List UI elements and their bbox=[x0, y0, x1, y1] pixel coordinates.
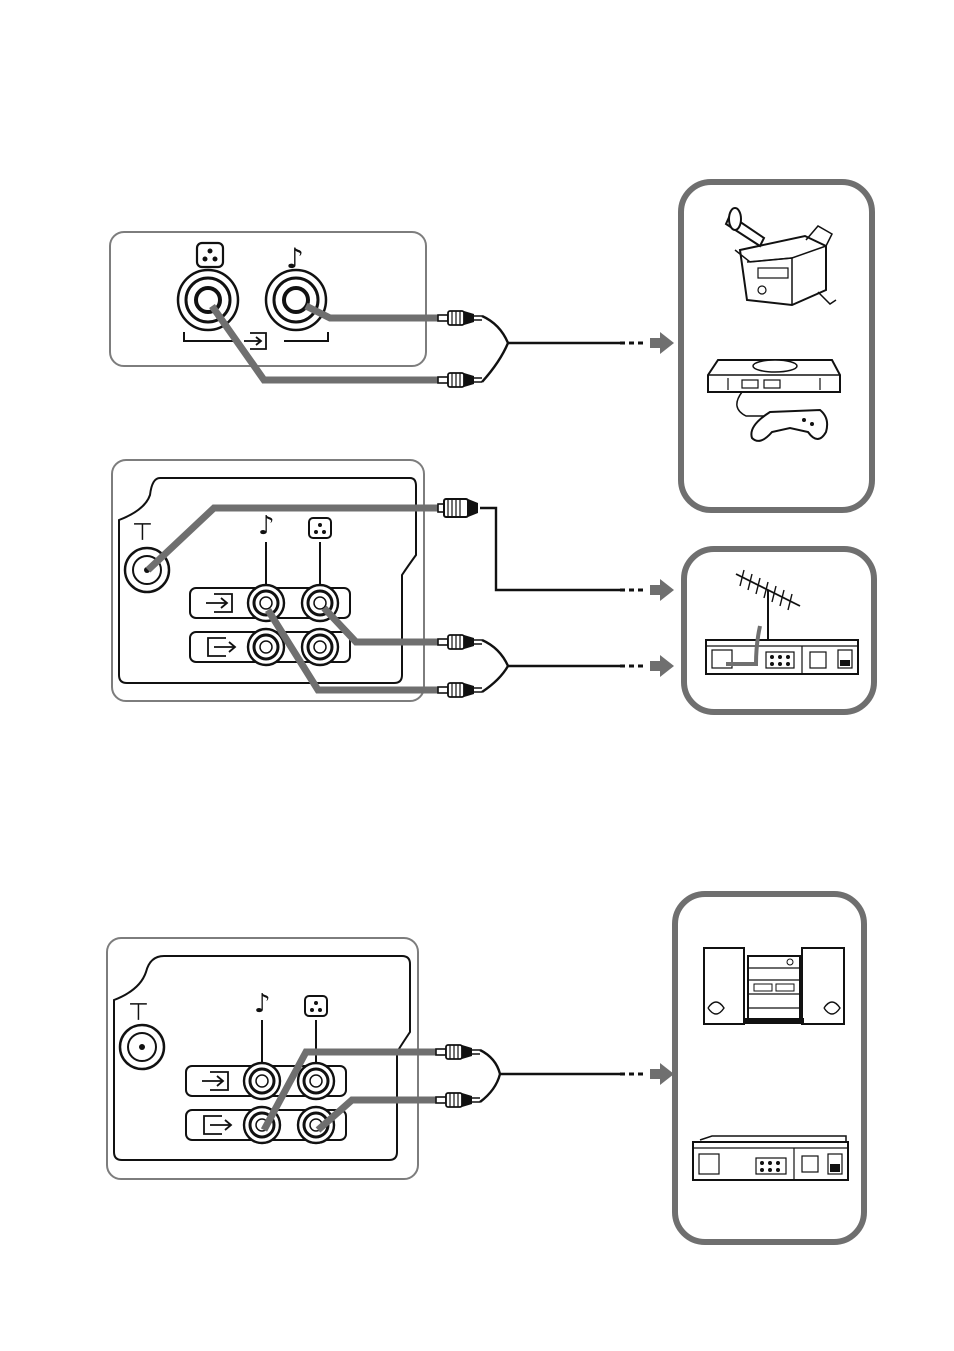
antenna-t-icon: ⊤ bbox=[128, 998, 149, 1026]
antenna-t-icon: ⊤ bbox=[132, 518, 153, 546]
stereo-system-icon bbox=[704, 948, 844, 1024]
audio-note-icon: ♪ bbox=[254, 989, 271, 1019]
device-box-antenna-vcr bbox=[684, 549, 874, 712]
front-input-panel: ♪ bbox=[110, 232, 426, 366]
video-jack-icon bbox=[309, 518, 331, 538]
video-output-jack[interactable] bbox=[302, 629, 338, 665]
video-jack-icon bbox=[305, 996, 327, 1016]
video-input-jack[interactable] bbox=[178, 270, 238, 330]
antenna-input-jack[interactable] bbox=[120, 1025, 164, 1069]
rear-input-panel: ⊤ ♪ bbox=[112, 460, 424, 701]
device-box-camcorder-console bbox=[681, 182, 872, 510]
video-jack-icon bbox=[197, 243, 223, 267]
audio-output-jack[interactable] bbox=[248, 629, 284, 665]
audio-input-jack[interactable] bbox=[244, 1063, 280, 1099]
rear-output-panel: ⊤ ♪ bbox=[107, 938, 418, 1179]
device-box-audio-vcr bbox=[675, 894, 864, 1242]
audio-input-jack[interactable] bbox=[266, 270, 326, 330]
video-input-jack[interactable] bbox=[298, 1063, 334, 1099]
audio-input-jack[interactable] bbox=[248, 585, 284, 621]
audio-note-icon: ♪ bbox=[258, 511, 275, 541]
vcr-icon bbox=[693, 1136, 848, 1180]
